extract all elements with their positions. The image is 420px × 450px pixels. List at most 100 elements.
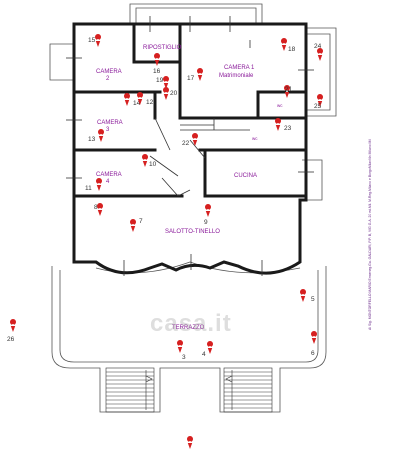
marker-dot [165, 81, 167, 83]
marker-number: 8 [94, 204, 98, 211]
staircase-left [105, 367, 155, 413]
marker-number: 3 [182, 354, 186, 361]
camera-marker[interactable]: 23 [275, 118, 292, 132]
marker-dot [99, 208, 101, 210]
marker-dot [286, 90, 288, 92]
marker-number: 25 [314, 103, 322, 110]
room-matrimoniale-label: Matrimoniale [219, 73, 254, 79]
camera-marker[interactable]: 26 [7, 319, 17, 343]
room-terrazzo-label: TERRAZZO [172, 325, 205, 331]
marker-number: 12 [146, 99, 154, 106]
camera-marker[interactable]: 18 [281, 38, 296, 53]
terrace-outline [49, 3, 337, 413]
thin-partitions [66, 16, 314, 276]
room-camera1-label: CAMERA 1 [224, 65, 255, 71]
camera-marker[interactable]: 16 [153, 53, 161, 75]
camera-marker[interactable]: 6 [311, 331, 318, 357]
marker-dot [100, 134, 102, 136]
marker-pin-icon [300, 289, 307, 302]
camera-marker[interactable] [187, 435, 194, 449]
marker-number: 22 [182, 140, 190, 147]
camera-marker[interactable]: 20 [163, 86, 178, 100]
marker-dot [98, 183, 100, 185]
marker-number: 20 [170, 90, 178, 97]
marker-pin-icon [275, 118, 282, 131]
marker-number: 9 [204, 219, 208, 226]
walls [72, 22, 308, 275]
room-camera3-number: 3 [106, 127, 110, 133]
camera-marker[interactable]: 5 [300, 289, 315, 303]
marker-dot [319, 99, 321, 101]
marker-pin-icon [192, 133, 199, 146]
marker-number: 10 [149, 161, 157, 168]
marker-pin-icon [142, 154, 149, 167]
marker-dot [319, 53, 321, 55]
camera-marker[interactable]: 24 [314, 43, 324, 61]
camera-marker[interactable]: 10 [142, 154, 157, 168]
marker-dot [139, 97, 141, 99]
marker-pin-icon [97, 202, 104, 216]
marker-dot [156, 58, 158, 60]
room-camera4-number: 4 [106, 179, 110, 185]
camera-marker[interactable]: 15 [88, 34, 102, 47]
marker-dot [313, 336, 315, 338]
marker-number: 14 [133, 100, 141, 107]
marker-pin-icon [124, 92, 131, 106]
marker-dot [209, 346, 211, 348]
marker-number: 24 [314, 43, 322, 50]
marker-dot [144, 159, 146, 161]
marker-dot [283, 43, 285, 45]
marker-number: 18 [288, 46, 296, 53]
side-note-text: Ai Sig. MONTORFELLO MARIO Ermeneg.Ga. GA… [368, 139, 372, 330]
camera-marker[interactable]: 3 [177, 340, 186, 361]
marker-number: 15 [88, 37, 96, 44]
marker-pin-icon [154, 53, 161, 66]
marker-number: 7 [139, 218, 143, 225]
camera-marker[interactable]: 8 [94, 202, 104, 216]
camera-marker[interactable]: 4 [202, 341, 214, 358]
marker-dot [207, 209, 209, 211]
camera-marker[interactable]: 19 [156, 76, 170, 89]
marker-pin-icon [137, 92, 144, 105]
camera-marker[interactable]: 11 [85, 178, 103, 192]
marker-pin-icon [197, 68, 204, 81]
camera-marker[interactable]: 22 [182, 133, 199, 147]
marker-dot [194, 138, 196, 140]
camera-marker[interactable]: 7 [130, 218, 143, 232]
marker-pin-icon [163, 86, 170, 100]
camera-marker[interactable]: 14 [124, 92, 141, 107]
camera-marker[interactable]: 12 [137, 92, 154, 106]
marker-pin-icon [281, 38, 288, 51]
camera-marker[interactable]: 9 [204, 204, 212, 226]
marker-pin-icon [207, 341, 214, 354]
marker-pin-icon [317, 48, 324, 61]
marker-number: 5 [311, 296, 315, 303]
marker-dot [199, 73, 201, 75]
room-salotto-label: SALOTTO-TINELLO [165, 229, 220, 235]
marker-pin-icon [284, 85, 291, 98]
watermark: casa.it [150, 310, 232, 337]
marker-number: 16 [153, 68, 161, 75]
marker-pin-icon [311, 331, 318, 344]
marker-number: 23 [284, 125, 292, 132]
marker-number: 11 [85, 185, 92, 192]
marker-dot [126, 98, 128, 100]
marker-pin-icon [163, 76, 170, 89]
marker-pin-icon [317, 94, 324, 107]
camera-marker[interactable]: 21 [284, 85, 293, 98]
room-cucina-label: CUCINA [234, 173, 257, 179]
marker-pin-icon [130, 219, 137, 232]
room-camera2-number: 2 [106, 76, 110, 82]
marker-pin-icon [205, 204, 212, 217]
marker-dot [165, 92, 167, 94]
marker-pin-icon [187, 435, 194, 449]
room-camera4-label: CAMERA [96, 172, 122, 178]
camera-marker[interactable]: 13 [88, 129, 105, 143]
camera-marker[interactable]: 17 [187, 68, 204, 82]
camera-marker[interactable]: 25 [314, 94, 324, 110]
marker-dot [179, 345, 181, 347]
marker-pin-icon [10, 319, 17, 332]
marker-number: 26 [7, 336, 15, 343]
